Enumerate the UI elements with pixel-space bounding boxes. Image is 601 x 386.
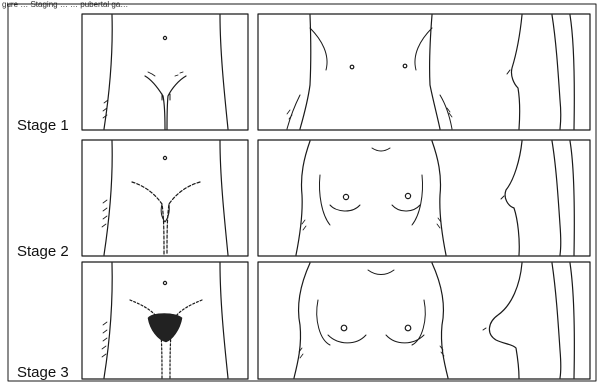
breast-panel-stage-3 [258,262,590,379]
stage-1-label: Stage 1 [17,117,69,134]
row-stage-1 [82,14,590,130]
stage-2-label: Stage 2 [17,243,69,260]
breast-panel-stage-1 [258,14,590,130]
breast-panel-stage-2 [258,140,590,256]
row-stage-3 [82,262,590,379]
row-stage-2 [82,140,590,256]
pubic-hair-patch [148,314,182,343]
stage-3-label: Stage 3 [17,364,69,381]
